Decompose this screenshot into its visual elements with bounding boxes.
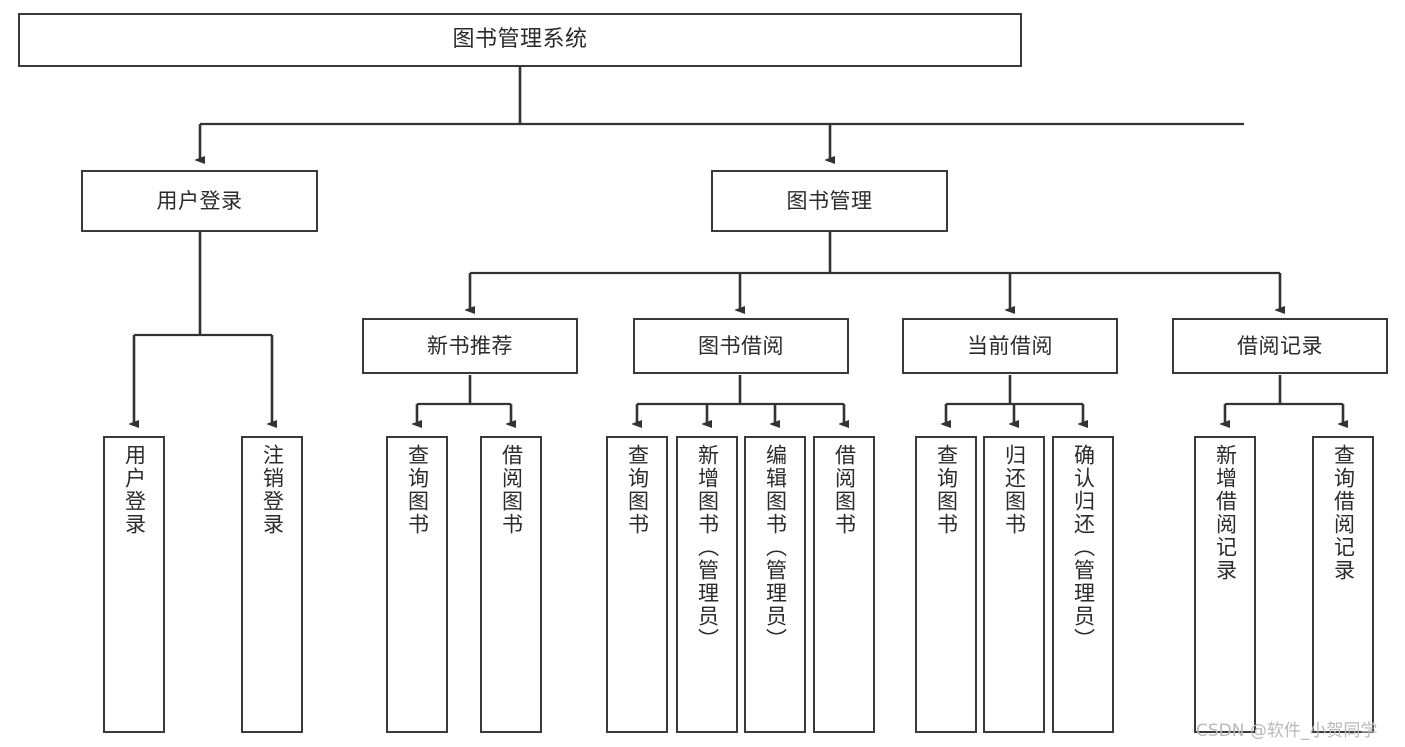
node-label: 查询借阅记录 [1331, 444, 1356, 582]
node-label: 新书推荐 [427, 333, 513, 358]
node-book-management[interactable]: 图书管理 [711, 170, 948, 232]
node-label: 注销登录 [260, 444, 285, 536]
leaf-borrow-record-add[interactable]: 新增借阅记录 [1194, 436, 1256, 733]
node-label: 查询图书 [405, 444, 430, 536]
node-label: 图书管理 [786, 188, 873, 213]
node-borrow-record[interactable]: 借阅记录 [1172, 318, 1388, 374]
node-label: 借阅图书 [832, 444, 857, 536]
node-label: 图书借阅 [698, 333, 784, 358]
leaf-new-book-query[interactable]: 查询图书 [386, 436, 448, 733]
leaf-current-borrow-confirm-return[interactable]: 确认归还（管理员） [1052, 436, 1114, 733]
node-label: 借阅图书 [499, 444, 524, 536]
leaf-user-login-logout[interactable]: 注销登录 [241, 436, 303, 733]
node-label: 新增图书（管理员） [695, 444, 720, 651]
node-label: 借阅记录 [1237, 333, 1323, 358]
node-book-borrow[interactable]: 图书借阅 [633, 318, 849, 374]
node-label: 查询图书 [625, 444, 650, 536]
node-new-book-recommend[interactable]: 新书推荐 [362, 318, 578, 374]
leaf-new-book-borrow[interactable]: 借阅图书 [480, 436, 542, 733]
node-user-login[interactable]: 用户登录 [81, 170, 318, 232]
leaf-borrow-record-query[interactable]: 查询借阅记录 [1312, 436, 1374, 733]
leaf-current-borrow-query[interactable]: 查询图书 [915, 436, 977, 733]
leaf-user-login-login[interactable]: 用户登录 [103, 436, 165, 733]
node-label: 图书管理系统 [452, 27, 588, 53]
leaf-book-borrow-add[interactable]: 新增图书（管理员） [676, 436, 738, 733]
node-label: 当前借阅 [967, 333, 1053, 358]
leaf-book-borrow-query[interactable]: 查询图书 [606, 436, 668, 733]
node-current-borrow[interactable]: 当前借阅 [902, 318, 1118, 374]
node-root-system[interactable]: 图书管理系统 [18, 13, 1022, 67]
node-label: 编辑图书（管理员） [763, 444, 788, 651]
leaf-book-borrow-borrow[interactable]: 借阅图书 [813, 436, 875, 733]
leaf-current-borrow-return[interactable]: 归还图书 [983, 436, 1045, 733]
node-label: 归还图书 [1002, 444, 1027, 536]
node-label: 确认归还（管理员） [1071, 444, 1096, 651]
leaf-book-borrow-edit[interactable]: 编辑图书（管理员） [744, 436, 806, 733]
node-label: 用户登录 [156, 188, 243, 213]
node-label: 查询图书 [934, 444, 959, 536]
node-label: 新增借阅记录 [1213, 444, 1238, 582]
node-label: 用户登录 [122, 444, 147, 536]
